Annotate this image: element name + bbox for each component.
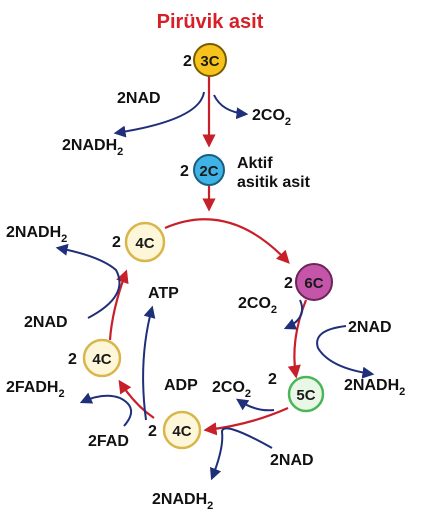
arrow-adp-to-atp bbox=[142, 305, 156, 421]
node-pyruvate-label: 3C bbox=[200, 53, 219, 70]
node-succinate-circle bbox=[162, 410, 202, 450]
coef-pyruvate: 2 bbox=[183, 53, 192, 70]
label-acetyl-name-2: asitik asit bbox=[237, 174, 311, 191]
label-co2-lower: 2CO2 bbox=[212, 379, 251, 400]
arrow-ketoglutarate-to-succinate bbox=[203, 406, 289, 436]
label-co2-top: 2CO2 bbox=[252, 107, 291, 128]
label-adp: ADP bbox=[164, 377, 198, 394]
label-nadh-left: 2NADH2 bbox=[6, 224, 67, 245]
arrow-nad-to-nadh-bottom bbox=[209, 427, 273, 481]
arrow-oxaloacetate-to-citrate bbox=[164, 218, 290, 264]
arrow-nad-to-nadh-top bbox=[113, 91, 205, 138]
node-ketoglutarate-circle bbox=[287, 375, 325, 413]
node-malate-label: 4C bbox=[92, 351, 111, 368]
title-piruvik-asit: Pirüvik asit bbox=[157, 11, 264, 33]
arrow-co2-out-mid bbox=[283, 299, 304, 330]
coef-acetyl: 2 bbox=[180, 163, 189, 180]
node-oxaloacetate-label: 4C bbox=[135, 235, 154, 252]
label-co2-mid: 2CO2 bbox=[238, 295, 277, 316]
label-fad: 2FAD bbox=[88, 433, 129, 450]
node-malate-circle bbox=[82, 338, 122, 378]
node-succinate-label: 4C bbox=[172, 423, 191, 440]
arrow-malate-to-oxaloacetate bbox=[108, 269, 129, 341]
coef-succinate: 2 bbox=[148, 423, 157, 440]
arrow-co2-out-lower bbox=[236, 398, 275, 412]
label-nadh-bottom: 2NADH2 bbox=[152, 491, 213, 512]
label-nadh-right: 2NADH2 bbox=[344, 377, 405, 398]
node-acetyl-circle bbox=[193, 154, 225, 186]
label-nad-bottom: 2NAD bbox=[270, 452, 314, 469]
label-nadh-top: 2NADH2 bbox=[62, 137, 123, 158]
node-acetyl-label: 2C bbox=[199, 163, 218, 180]
arrow-citrate-to-ketoglutarate bbox=[287, 299, 308, 379]
node-ketoglutarate-label: 5C bbox=[296, 387, 315, 404]
label-atp: ATP bbox=[148, 285, 179, 302]
node-citrate-label: 6C bbox=[304, 275, 323, 292]
arrow-co2-out-top bbox=[213, 94, 249, 120]
label-nad-left: 2NAD bbox=[24, 314, 68, 331]
arrow-fad-to-fadh bbox=[79, 392, 132, 427]
arrow-nad-to-nadh-right bbox=[316, 325, 375, 379]
node-citrate-circle bbox=[295, 263, 333, 301]
label-fadh: 2FADH2 bbox=[6, 379, 65, 400]
node-pyruvate-circle bbox=[193, 43, 227, 77]
coef-citrate: 2 bbox=[284, 275, 293, 292]
label-nad-top: 2NAD bbox=[117, 90, 161, 107]
label-nad-right: 2NAD bbox=[348, 319, 392, 336]
arrow-succinate-to-malate bbox=[118, 379, 155, 419]
label-acetyl-name-1: Aktif bbox=[237, 155, 273, 172]
coef-oxaloacetate: 2 bbox=[112, 234, 121, 251]
coef-malate: 2 bbox=[68, 351, 77, 368]
arrow-nad-to-nadh-left bbox=[55, 243, 121, 319]
coef-ketoglutarate: 2 bbox=[268, 371, 277, 388]
node-oxaloacetate-circle bbox=[124, 221, 166, 263]
